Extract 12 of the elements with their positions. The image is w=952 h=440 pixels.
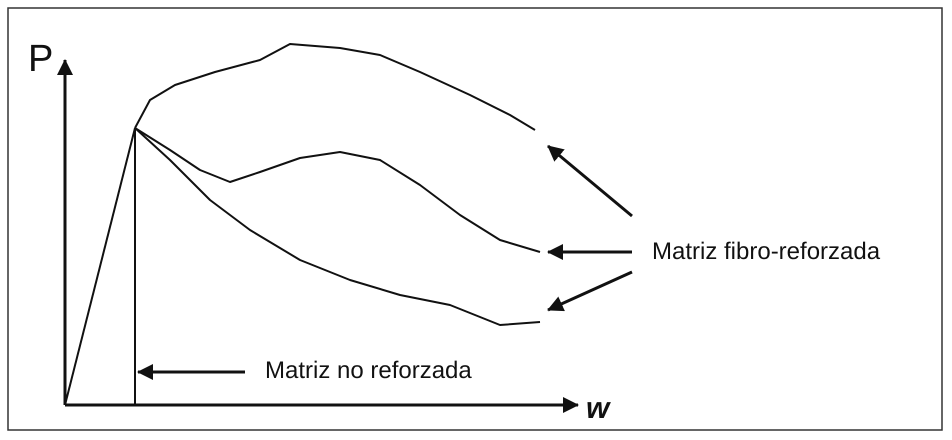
arrow [547,244,632,260]
vertical-line [134,128,136,405]
load-curve [134,127,540,326]
load-curve [134,127,540,253]
load-curve [134,43,536,131]
arrow [137,364,245,380]
text-label: Matriz fibro-reforzada [652,238,880,266]
arrow [547,144,633,218]
axis-label: w [586,392,610,426]
text-label: Matriz no reforzada [265,357,472,385]
arrow [547,270,633,312]
axis-label: P [28,38,54,81]
